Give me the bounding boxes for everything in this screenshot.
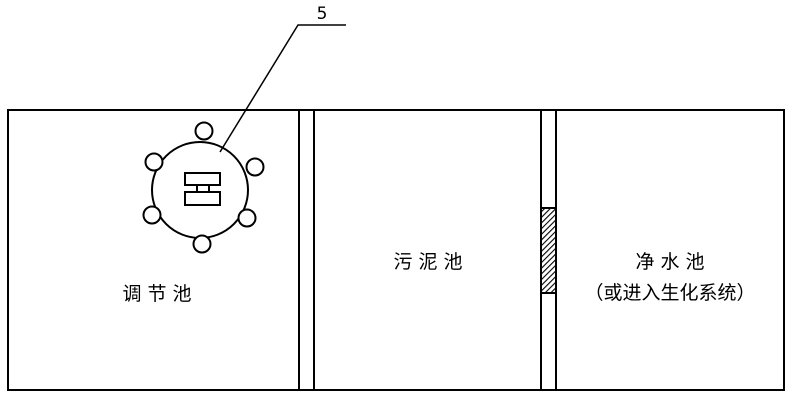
- clean-water-tank-label: 净 水 池: [635, 251, 704, 273]
- clean-water-tank-note: （或进入生化系统）: [584, 282, 755, 304]
- callout-leader-line: [219, 24, 346, 153]
- filter-hatched-section: [540, 207, 557, 294]
- outer-tank-outline: [7, 109, 785, 391]
- sludge-tank-label: 污 泥 池: [393, 251, 462, 273]
- wall-1: [298, 110, 315, 390]
- regulating-tank-label: 调 节 池: [122, 283, 191, 305]
- callout-number: 5: [317, 4, 328, 24]
- aerator-device: [142, 121, 265, 254]
